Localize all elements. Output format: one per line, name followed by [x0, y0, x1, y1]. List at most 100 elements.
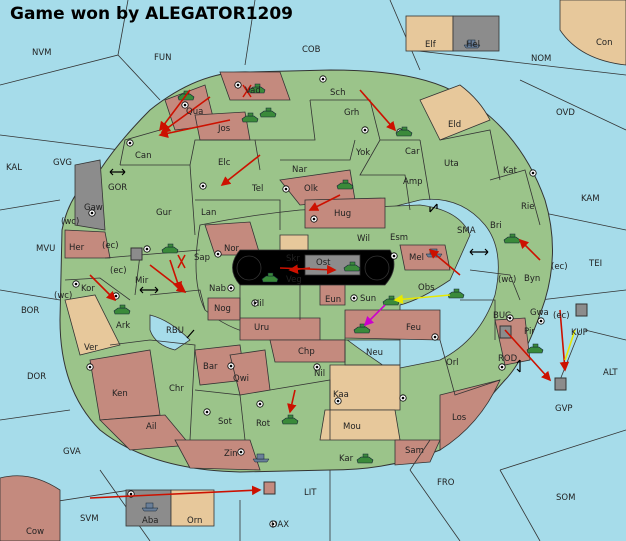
svg-text:(ec): (ec)	[110, 266, 127, 276]
province-feu[interactable]	[344, 309, 441, 341]
svg-text:Kor: Kor	[81, 284, 95, 294]
support-order	[393, 294, 451, 305]
svg-text:Nil: Nil	[314, 369, 325, 379]
svg-text:BOR: BOR	[21, 306, 39, 316]
svg-text:Uta: Uta	[444, 159, 459, 169]
svg-text:Orn: Orn	[187, 516, 202, 526]
svg-text:Mou: Mou	[343, 422, 361, 432]
svg-text:Her: Her	[69, 243, 85, 253]
province-ver[interactable]	[64, 294, 121, 356]
province-ken[interactable]	[89, 349, 161, 421]
province-mel[interactable]	[399, 244, 451, 271]
svg-text:Ver: Ver	[84, 343, 98, 353]
svg-text:Pir: Pir	[524, 327, 535, 337]
svg-text:Esm: Esm	[390, 233, 408, 243]
svg-text:Sot: Sot	[218, 417, 233, 427]
svg-text:Eld: Eld	[448, 120, 461, 130]
svg-text:Qua: Qua	[186, 107, 203, 117]
province-los[interactable]	[439, 379, 501, 451]
svg-text:Yok: Yok	[355, 148, 370, 158]
svg-text:KAL: KAL	[6, 163, 22, 173]
cut-orders	[177, 84, 252, 269]
land-borders	[64, 99, 541, 471]
svg-text:Neu: Neu	[366, 348, 383, 358]
svg-text:Sam: Sam	[405, 446, 424, 456]
svg-text:Lan: Lan	[201, 208, 216, 218]
svg-text:(ec): (ec)	[551, 262, 568, 272]
svg-text:Rot: Rot	[256, 419, 271, 429]
svg-text:Ail: Ail	[146, 422, 157, 432]
svg-text:Obs: Obs	[418, 283, 435, 293]
svg-text:GOR: GOR	[108, 183, 127, 193]
svg-text:Skr: Skr	[286, 254, 300, 264]
svg-text:Grh: Grh	[344, 108, 359, 118]
svg-text:Elc: Elc	[218, 158, 231, 168]
convoy-order	[363, 304, 386, 327]
support-order-2	[564, 329, 576, 361]
svg-text:(wc): (wc)	[61, 217, 79, 227]
province-eld[interactable]	[419, 84, 491, 141]
svg-text:KAM: KAM	[581, 194, 600, 204]
svg-text:Eun: Eun	[325, 295, 341, 305]
province-sam[interactable]	[394, 439, 441, 466]
svg-text:Kat: Kat	[503, 166, 518, 176]
svg-text:Mir: Mir	[135, 276, 149, 286]
svg-text:Orl: Orl	[446, 358, 459, 368]
svg-text:(ec): (ec)	[553, 311, 570, 321]
svg-text:(wc): (wc)	[54, 291, 72, 301]
svg-text:GVG: GVG	[53, 158, 72, 168]
svg-text:Amp: Amp	[403, 177, 423, 187]
svg-text:Nar: Nar	[292, 165, 308, 175]
move-orders	[89, 89, 570, 499]
svg-text:Sun: Sun	[360, 294, 376, 304]
svg-text:Hug: Hug	[334, 209, 351, 219]
svg-text:Byn: Byn	[524, 274, 540, 284]
svg-text:DAX: DAX	[271, 520, 289, 530]
province-gaw[interactable]	[74, 159, 106, 231]
svg-text:Con: Con	[596, 38, 613, 48]
game-title: Game won by ALEGATOR1209	[10, 4, 293, 24]
svg-text:MVU: MVU	[36, 244, 55, 254]
svg-text:Hil: Hil	[253, 299, 264, 309]
svg-text:Can: Can	[135, 151, 152, 161]
svg-text:Elf: Elf	[425, 40, 437, 50]
svg-text:Car: Car	[405, 147, 420, 157]
province-orn[interactable]	[170, 489, 215, 527]
svg-text:FUN: FUN	[154, 53, 171, 63]
svg-text:Ken: Ken	[112, 389, 128, 399]
svg-text:Chp: Chp	[298, 347, 315, 357]
svg-text:RBU: RBU	[166, 326, 184, 336]
province-hug[interactable]	[304, 197, 386, 229]
svg-text:Ost: Ost	[316, 258, 331, 268]
svg-text:Nab: Nab	[209, 284, 226, 294]
svg-text:OVD: OVD	[556, 108, 575, 118]
svg-text:Zin: Zin	[224, 449, 238, 459]
svg-text:Uru: Uru	[254, 323, 269, 333]
province-zin[interactable]	[174, 439, 261, 471]
svg-text:FRO: FRO	[437, 478, 455, 488]
svg-text:Sch: Sch	[330, 88, 345, 98]
province-cow[interactable]	[0, 475, 61, 541]
canal-markers	[109, 168, 521, 373]
svg-text:NOM: NOM	[531, 54, 551, 64]
land-labels: Vad Sch Qua Jos Grh Eld Can Car Yok Uta …	[69, 86, 549, 464]
svg-text:Veg: Veg	[286, 275, 302, 285]
province-her[interactable]	[64, 229, 111, 259]
svg-text:Mel: Mel	[409, 253, 424, 263]
svg-text:KUP: KUP	[571, 328, 588, 338]
svg-text:TEI: TEI	[588, 259, 602, 269]
svg-text:Rie: Rie	[521, 202, 535, 212]
svg-text:ALT: ALT	[603, 368, 618, 378]
svg-text:GVP: GVP	[555, 404, 573, 414]
svg-text:Vad: Vad	[245, 86, 261, 96]
svg-text:Olk: Olk	[304, 184, 318, 194]
svg-text:GVA: GVA	[63, 447, 81, 457]
province-uru[interactable]	[239, 317, 321, 341]
svg-text:Chr: Chr	[169, 384, 184, 394]
svg-text:Nor: Nor	[224, 244, 240, 254]
svg-text:Wil: Wil	[357, 234, 370, 244]
svg-text:DOR: DOR	[27, 372, 46, 382]
svg-text:SVM: SVM	[80, 514, 99, 524]
